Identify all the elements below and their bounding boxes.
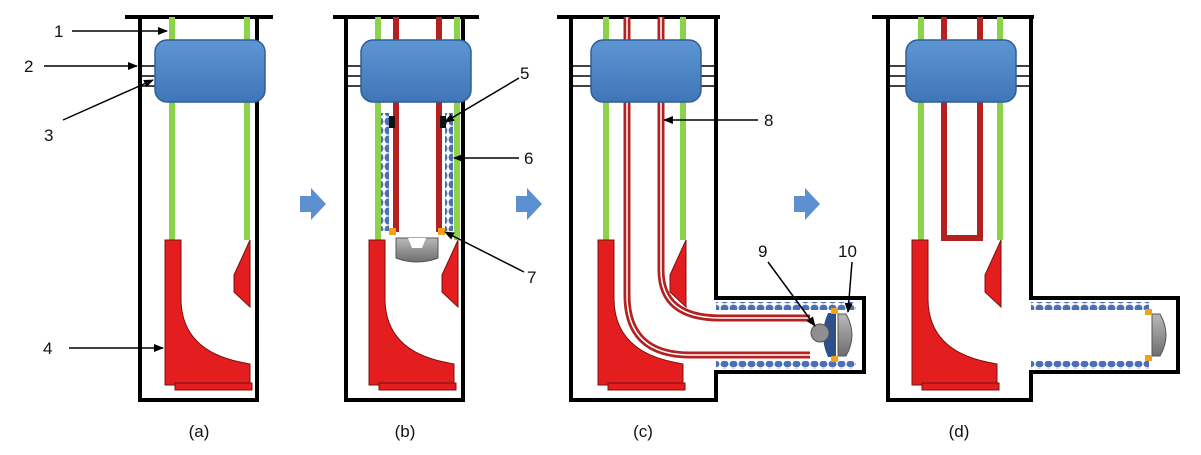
gray-cap: [837, 313, 853, 357]
well-wall: [872, 15, 1180, 402]
chain-right: [445, 113, 453, 231]
gray-ball: [810, 323, 830, 343]
green-rod-right: [244, 17, 250, 240]
green-rod-left: [375, 17, 381, 240]
callout-6: 6: [524, 149, 533, 168]
gray-cap: [1151, 313, 1167, 357]
blue-block: [154, 39, 266, 103]
caption-c: (c): [633, 422, 653, 441]
green-rod-left: [603, 17, 609, 240]
chain-top: [716, 302, 856, 310]
callout-2: 2: [24, 57, 33, 76]
step-arrow-3: [794, 188, 820, 220]
blue-cradle: [823, 313, 836, 357]
callout-5: 5: [520, 64, 529, 83]
leader-lines: [44, 27, 853, 352]
red-wedge: [669, 239, 687, 309]
orange-tab-left: [389, 228, 396, 235]
orange-tab-bottom: [1145, 355, 1152, 361]
red-tube-right: [436, 17, 442, 232]
red-shoe: [597, 239, 684, 386]
red-wedge: [233, 239, 251, 309]
red-wedge: [984, 239, 1002, 309]
orange-tab-top: [831, 308, 838, 314]
chain-left: [381, 113, 389, 231]
panel-c: [557, 15, 866, 402]
red-shoe: [368, 239, 455, 386]
leader-9: [767, 261, 816, 327]
black-clip-left: [389, 116, 395, 128]
orange-tab-right: [438, 228, 445, 235]
green-rod-left: [918, 17, 924, 240]
panel-d: [872, 15, 1180, 402]
blue-block: [360, 39, 472, 103]
chain-bottom: [716, 361, 856, 369]
leader-3: [62, 79, 154, 121]
green-rod-right: [680, 17, 686, 240]
leader-7: [444, 231, 525, 273]
callout-9: 9: [758, 242, 767, 261]
chain-top: [1031, 302, 1149, 310]
green-rod-right: [454, 17, 460, 240]
step-arrow-1: [300, 188, 326, 220]
red-foot-base: [378, 382, 457, 391]
well-wall: [557, 15, 866, 402]
caption-b: (b): [395, 422, 416, 441]
black-clip-right: [440, 116, 446, 128]
gray-cap: [395, 237, 439, 263]
leader-10: [844, 261, 853, 313]
callout-8: 8: [764, 111, 773, 130]
red-shoe: [164, 239, 251, 386]
green-rod-right: [997, 17, 1003, 240]
red-wedge: [441, 239, 459, 309]
panel-a: [125, 15, 273, 402]
callout-1: 1: [54, 22, 63, 41]
red-tube-inner-core: [660, 17, 810, 319]
red-foot-base: [174, 382, 253, 391]
callout-7: 7: [527, 268, 536, 287]
red-shoe: [911, 239, 998, 386]
red-u-tube: [941, 17, 983, 241]
panel-b: [333, 15, 479, 402]
chain-bottom: [1031, 361, 1149, 369]
callout-4: 4: [43, 339, 52, 358]
red-foot-base: [921, 382, 1000, 391]
blue-block: [905, 39, 1017, 103]
red-foot-base: [607, 382, 686, 391]
caption-d: (d): [949, 422, 970, 441]
callout-3: 3: [44, 126, 53, 145]
blue-block: [590, 39, 702, 103]
step-arrow-2: [516, 188, 542, 220]
orange-tab-top: [1145, 309, 1152, 315]
cap-notch: [408, 238, 426, 248]
leader-5: [444, 77, 520, 123]
red-tube-left: [393, 17, 399, 232]
caption-a: (a): [189, 422, 210, 441]
green-rod-left: [169, 17, 175, 240]
callout-10: 10: [838, 242, 857, 261]
orange-tab-bottom: [831, 356, 838, 362]
red-tube-outer-core: [626, 17, 810, 356]
